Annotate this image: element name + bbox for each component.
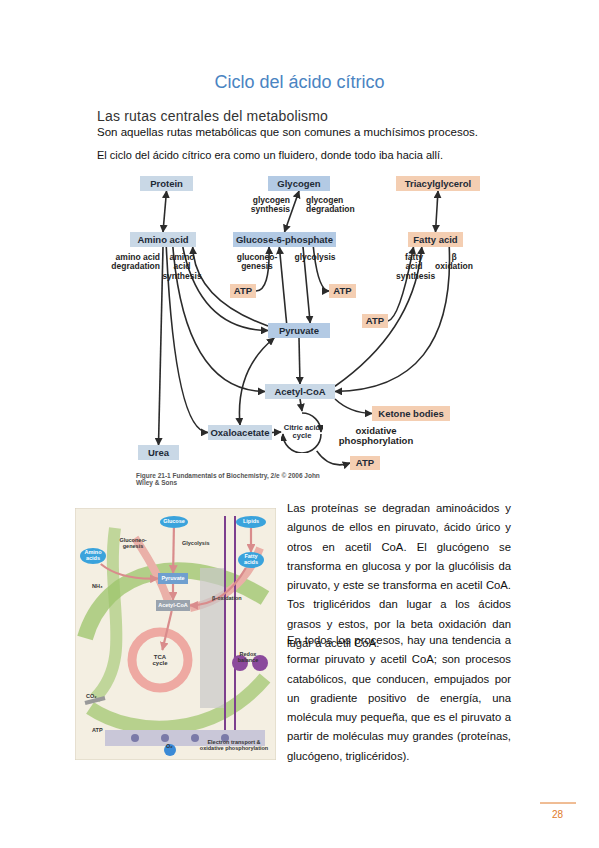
- source-oval: Lipids: [236, 516, 266, 528]
- node-text: Glucose-6-phosphate: [236, 235, 333, 245]
- body-text: Son aquellas rutas metabólicas que son c…: [97, 126, 547, 138]
- edge-label: oxidative phosphorylation: [326, 426, 426, 447]
- pathway-arrow: [250, 528, 252, 552]
- node-text: Ketone bodies: [378, 409, 443, 419]
- flow-arrow: [272, 431, 281, 433]
- flow-arrow: [159, 247, 164, 445]
- page-title: Ciclo del ácido cítrico: [0, 72, 599, 93]
- metabolite-box: Ketone bodies: [372, 406, 450, 421]
- cycle-circle: Citric acid cycle: [281, 411, 323, 453]
- pathway-arrow: [162, 611, 171, 650]
- node-text: Pyruvate: [279, 326, 319, 336]
- node-text: Oxaloacetate: [210, 428, 269, 438]
- metabolite-box: Oxaloacetate: [208, 425, 272, 440]
- metabolite-box: Pyruvate: [268, 323, 330, 338]
- pathway-label: amino acid degradation: [104, 253, 160, 272]
- node-text: Acetyl-CoA: [274, 387, 325, 397]
- figure-caption: Figure 21-1 Fundamentals of Biochemistry…: [136, 472, 321, 487]
- node-text: Glycogen: [277, 179, 320, 189]
- flow-arrow: [163, 191, 167, 232]
- node-text: ATP: [234, 286, 252, 296]
- metabolite-box: Amino acid: [130, 232, 196, 247]
- pathway-label: gluconeo- genesis: [234, 253, 280, 272]
- atp-box: ATP: [350, 456, 380, 470]
- node-text: Fatty acids: [238, 554, 264, 566]
- metabolite-box: Urea: [138, 445, 179, 460]
- metabolite-box: Protein: [140, 176, 193, 191]
- node-text: ATP: [356, 458, 374, 468]
- pathway-label: glycolysis: [290, 253, 340, 262]
- pathway-arrow: [172, 584, 174, 600]
- pathway-label: glycogen synthesis: [226, 196, 290, 215]
- flow-arrow: [279, 247, 286, 323]
- atp-box: ATP: [230, 284, 256, 298]
- atp-box: ATP: [329, 284, 356, 298]
- illustration-label: O₂: [166, 744, 180, 750]
- source-oval: Glucose: [160, 516, 188, 528]
- node-text: Amino acid: [137, 235, 188, 245]
- node-text: ATP: [366, 316, 384, 326]
- node-text: Urea: [148, 448, 169, 458]
- node-text: Pyruvate: [161, 576, 184, 582]
- pathway-label: β oxidation: [434, 253, 474, 272]
- node-text: Amino acids: [80, 550, 106, 562]
- illustration-label: Gluconeo- genesis: [118, 538, 148, 550]
- flow-arrow: [299, 338, 300, 384]
- illustration-label: ATP: [92, 728, 112, 734]
- page-number-rule: [540, 803, 576, 804]
- metabolite-box: Fatty acid: [408, 232, 463, 247]
- node-text: TCA cycle: [146, 654, 174, 667]
- metabolite-box: Acetyl-CoA: [156, 600, 190, 611]
- metabolism-illustration: [75, 508, 276, 760]
- pathway-arrow: [172, 528, 175, 573]
- flow-arrow: [300, 399, 302, 411]
- flow-arrow: [436, 191, 439, 232]
- node-text: Triacylglycerol: [405, 179, 472, 189]
- node-text: Acetyl-CoA: [158, 603, 188, 609]
- node-text: Fatty acid: [413, 235, 457, 245]
- flow-arrow: [239, 338, 274, 425]
- illustration-label: Redox balance: [232, 652, 264, 664]
- body-paragraph: En todos los procesos, hay una tendencia…: [287, 631, 511, 766]
- page-number: 28: [552, 809, 572, 820]
- node-text: Glucose: [163, 519, 185, 525]
- node-text: ATP: [333, 286, 351, 296]
- illustration-label: Glycolysis: [182, 541, 222, 547]
- cycle-label-box: TCA cycle: [146, 650, 174, 670]
- illustration-label: NH₃: [92, 584, 112, 590]
- node-text: Citric acid cycle: [281, 424, 323, 440]
- metabolite-box: Glucose-6-phosphate: [233, 232, 336, 247]
- metabolite-box: Acetyl-CoA: [265, 384, 335, 399]
- flow-arrow: [317, 451, 350, 465]
- illustration-label: Electron transport & oxidative phosphory…: [196, 740, 272, 752]
- node-text: Lipids: [243, 519, 259, 525]
- illustration-label: β-oxidation: [212, 596, 252, 602]
- metabolite-box: Pyruvate: [158, 573, 188, 584]
- metabolite-box: Triacylglycerol: [396, 176, 480, 191]
- metabolite-box: Glycogen: [268, 176, 330, 191]
- source-oval: Amino acids: [80, 548, 106, 564]
- pathway-label: glycogen degradation: [306, 196, 370, 215]
- flow-arrow: [335, 399, 372, 414]
- pathway-label: amino acid synthesis: [160, 253, 204, 281]
- body-text: El ciclo del ácido cítrico era como un f…: [97, 149, 547, 161]
- flow-arrow: [335, 247, 450, 392]
- pathway-arrow: [101, 564, 158, 579]
- source-oval: Fatty acids: [238, 552, 264, 568]
- atp-box: ATP: [362, 314, 388, 328]
- node-text: Protein: [150, 179, 183, 189]
- illustration-label: CO₂: [86, 694, 106, 700]
- section-heading: Las rutas centrales del metabolismo: [97, 108, 497, 124]
- body-paragraph: Las proteínas se degradan aminoácidos y …: [287, 499, 511, 653]
- pathway-label: fatty acid synthesis: [396, 253, 432, 281]
